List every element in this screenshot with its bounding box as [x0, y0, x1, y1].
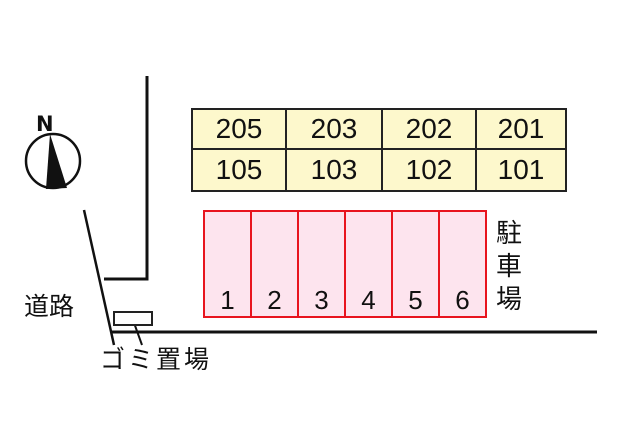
unit-103: 103 — [287, 150, 383, 190]
unit-105: 105 — [193, 150, 287, 190]
parking-space: 1 — [205, 212, 252, 316]
parking-label: 駐車場 — [495, 219, 522, 315]
trash-label: ゴミ置場 — [100, 345, 213, 374]
north-label: N — [36, 112, 54, 136]
unit-202: 202 — [383, 110, 477, 150]
space-number: 6 — [455, 285, 470, 315]
space-number: 2 — [267, 285, 282, 315]
parking-space: 4 — [346, 212, 393, 316]
unit-101: 101 — [497, 154, 545, 185]
trash-area — [113, 311, 153, 326]
space-number: 3 — [314, 285, 329, 315]
road-label: 道路 — [24, 292, 75, 321]
space-number: 1 — [220, 285, 235, 315]
space-number: 5 — [408, 285, 423, 315]
parking-space: 3 — [299, 212, 346, 316]
property-boundary — [104, 76, 149, 281]
parking-space: 5 — [393, 212, 440, 316]
building-units: 205 203 202 201 105 103 102 101 — [191, 108, 567, 192]
north-arrow-icon — [24, 132, 82, 190]
space-number: 4 — [361, 285, 376, 315]
parking-space: 2 — [252, 212, 299, 316]
road-edge — [82, 209, 116, 346]
parking-lot: 1 2 3 4 5 6 — [203, 210, 487, 318]
unit-102: 102 — [383, 150, 477, 190]
unit-203: 203 — [287, 110, 383, 150]
unit-205: 205 — [193, 110, 287, 150]
unit-201: 201 — [477, 110, 565, 150]
parking-space: 6 — [440, 212, 485, 316]
